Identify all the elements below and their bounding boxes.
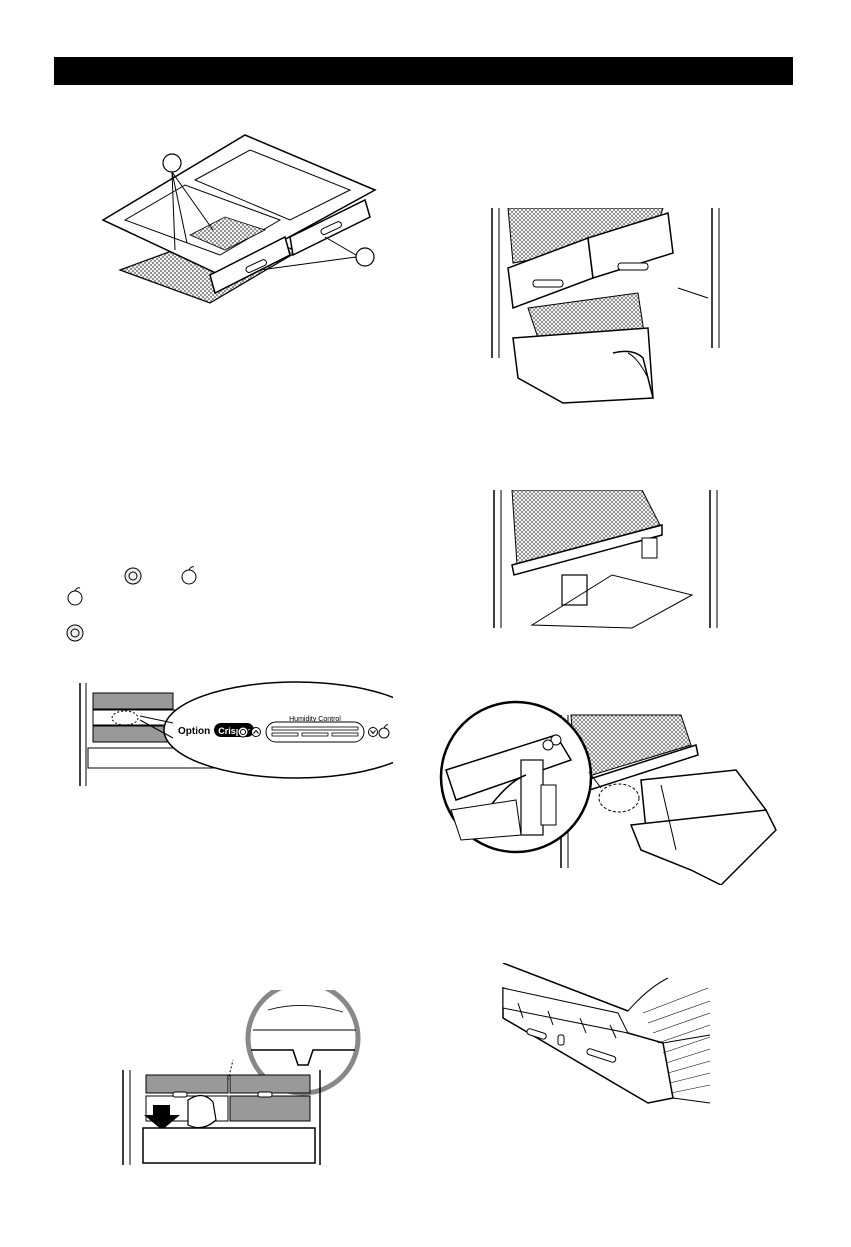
figure-cover-underside xyxy=(492,490,724,630)
apple-icon xyxy=(64,586,86,613)
lettuce-icon xyxy=(238,727,248,737)
figure-crisper-cover xyxy=(95,125,395,330)
section-header-bar xyxy=(54,57,793,85)
option-label: Option xyxy=(178,726,210,737)
figure-drawer-rail-detail xyxy=(436,700,781,885)
apple-icon xyxy=(178,565,200,592)
chevron-up-icon[interactable] xyxy=(252,728,261,737)
callout-circle-2 xyxy=(356,248,374,266)
humidity-control-label: Humidity Control xyxy=(289,716,341,723)
figure-drawer-front xyxy=(498,963,713,1115)
figure-crisper-lever xyxy=(118,990,363,1165)
chevron-down-icon[interactable] xyxy=(369,728,378,737)
lettuce-icon xyxy=(64,622,86,649)
figure-drawer-pull xyxy=(488,208,728,408)
lettuce-icon xyxy=(122,565,144,592)
callout-circle-1 xyxy=(163,154,181,172)
figure-control-panel: Option Crisper Humidity Control xyxy=(78,678,393,786)
